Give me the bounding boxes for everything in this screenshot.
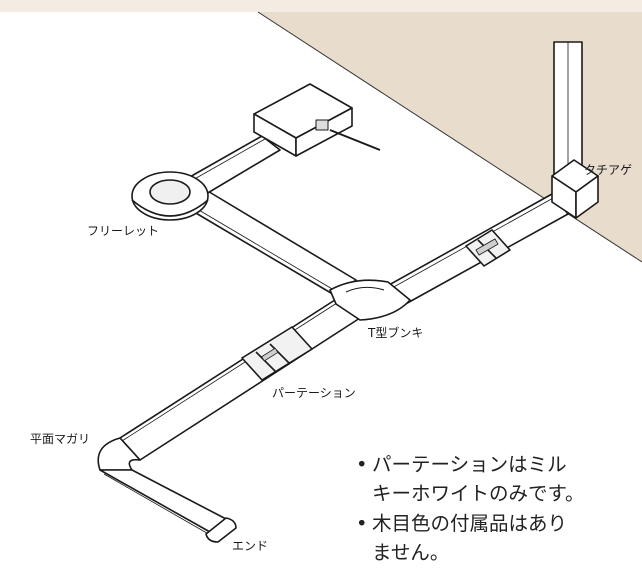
label-flat-corner: 平面マガリ	[30, 432, 91, 446]
bullet-icon: •	[356, 512, 368, 535]
label-partition: パーテーション	[272, 386, 356, 400]
label-end: エンド	[232, 539, 269, 553]
label-t-branch: T型ブンキ	[368, 326, 424, 340]
standup-riser	[551, 41, 599, 219]
partition-segment	[241, 326, 313, 381]
label-standup: タチアゲ	[584, 163, 633, 177]
label-free-outlet: フリーレット	[87, 224, 160, 238]
free-outlet	[131, 171, 209, 221]
t-branch-junction	[329, 279, 411, 321]
note-1-line-1: パーテーションはミル	[372, 453, 567, 476]
wall-floor-edge	[257, 11, 642, 263]
junction-box	[253, 83, 381, 157]
bullet-icon: •	[356, 453, 368, 476]
note-2: •木目色の付属品はあり ません。	[356, 509, 567, 567]
note-1: •パーテーションはミル キーホワイトのみです。	[356, 450, 585, 508]
note-2-line-2: ません。	[372, 541, 450, 564]
end-cap	[205, 517, 237, 543]
note-2-line-1: 木目色の付属品はあり	[372, 512, 568, 535]
note-1-line-2: キーホワイトのみです。	[372, 482, 585, 505]
